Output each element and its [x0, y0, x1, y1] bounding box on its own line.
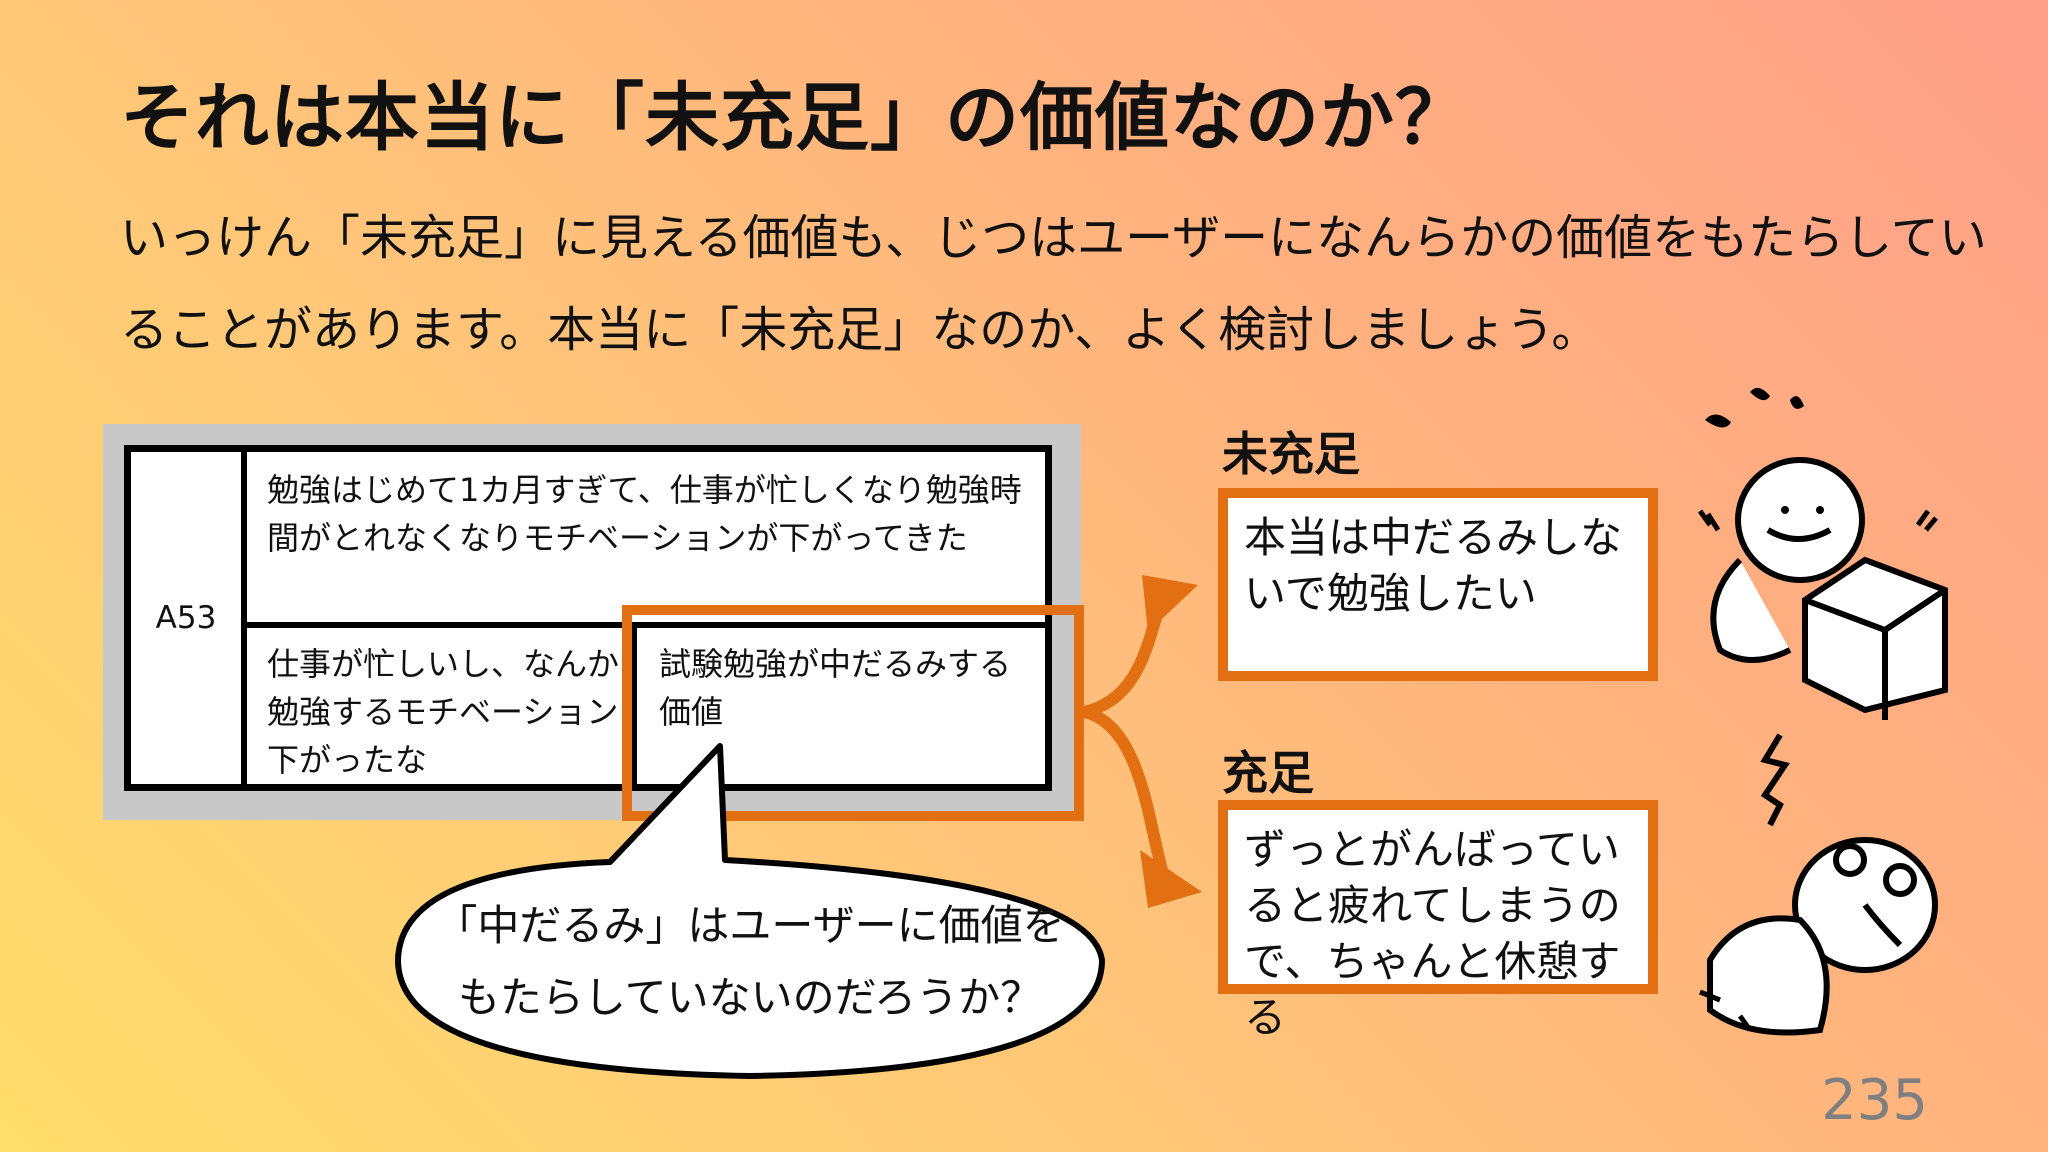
card-bottom-right-text: 試験勉強が中だるみする価値 [659, 645, 1012, 731]
lead-paragraph: いっけん「未充足」に見える価値も、じつはユーザーになんらかの価値をもたらしてい … [120, 192, 1987, 376]
unfilled-box: 本当は中だるみしないで勉強したい [1218, 488, 1658, 681]
arrow-head-down [1140, 850, 1202, 908]
filled-label: 充足 [1222, 746, 1314, 800]
slide-title: それは本当に「未充足」の価値なのか？ [120, 75, 1470, 161]
value-card: A53 勉強はじめて1カ月すぎて、仕事が忙しくなり勉強時間がとれなくなりモチベー… [124, 445, 1052, 791]
card-divider-horizontal [247, 622, 1045, 628]
bubble-line-1: 「中だるみ」はユーザーに価値を [435, 901, 1065, 950]
bubble-line-2: もたらしていないのだろうか？ [457, 973, 1043, 1022]
lead-line-2: ることがあります。本当に「未充足」なのか、よく検討しましょう。 [120, 302, 1600, 358]
unfilled-label: 未充足 [1222, 427, 1360, 481]
card-divider-vertical [631, 628, 637, 784]
lead-line-1: いっけん「未充足」に見える価値も、じつはユーザーになんらかの価値をもたらしてい [120, 210, 1987, 266]
page-number: 235 [1821, 1068, 1928, 1133]
filled-box: ずっとがんばっていると疲れてしまうので、ちゃんと休憩する [1218, 800, 1658, 1042]
card-id: A53 [131, 452, 247, 784]
speech-bubble-text: 「中だるみ」はユーザーに価値を もたらしていないのだろうか？ [410, 890, 1090, 1034]
struggling-person-illustration [1697, 387, 1948, 720]
card-top-text: 勉強はじめて1カ月すぎて、仕事が忙しくなり勉強時間がとれなくなりモチベーションが… [267, 471, 1022, 557]
arrow-head-up [1142, 575, 1198, 632]
speech-bubble [395, 743, 1105, 1079]
card-bottom-left-text: 仕事が忙しいし、なんか勉強するモチベーション下がったな [267, 645, 620, 779]
resting-person-illustration [1699, 733, 1938, 1036]
